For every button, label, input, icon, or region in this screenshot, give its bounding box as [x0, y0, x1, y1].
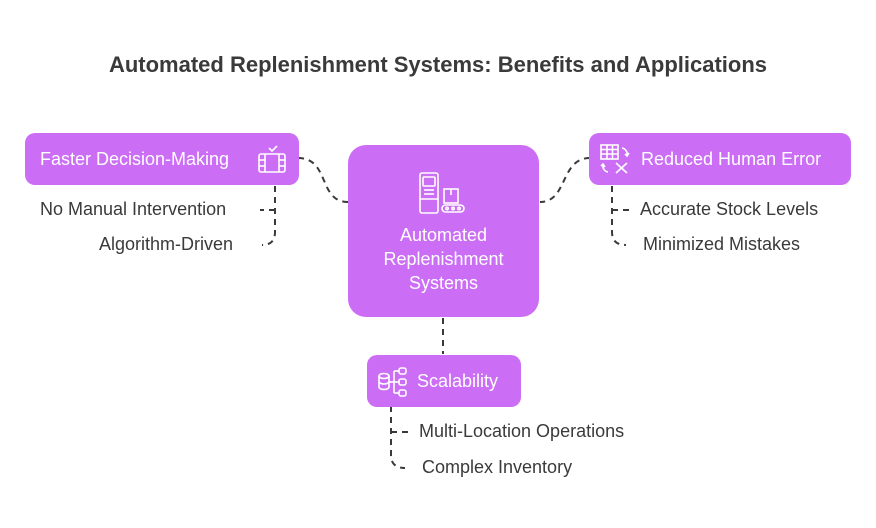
node-scalability-label: Scalability	[417, 370, 499, 391]
node-reduced-label: Reduced Human Error	[641, 148, 822, 169]
center-label-line2: Replenishment	[383, 249, 504, 269]
node-center-automated-replenishment: Automated Replenishment Systems	[348, 145, 539, 317]
node-faster-label: Faster Decision-Making	[40, 148, 230, 169]
diagram-title: Automated Replenishment Systems: Benefit…	[108, 52, 768, 77]
leaf-multi-location-operations: Multi-Location Operations	[419, 421, 625, 441]
leaf-minimized-mistakes: Minimized Mistakes	[643, 234, 801, 254]
node-faster-decision-making: Faster Decision-Making	[25, 133, 299, 185]
spreadsheet-x-icon	[599, 143, 631, 175]
database-network-icon	[377, 367, 409, 397]
connector-reduced-to-center	[539, 157, 591, 203]
node-scalability: Scalability	[367, 355, 521, 407]
node-center-label: Automated Replenishment Systems	[348, 223, 539, 295]
node-reduced-human-error: Reduced Human Error	[589, 133, 851, 185]
connector-faster-to-center	[297, 157, 349, 203]
leaf-accurate-stock-levels: Accurate Stock Levels	[640, 199, 819, 219]
vending-machine-icon	[418, 171, 468, 217]
connector-scalability-items	[390, 406, 406, 469]
center-label-line1: Automated	[399, 225, 488, 245]
film-clapper-icon	[257, 145, 287, 175]
center-label-line3: Systems	[408, 273, 478, 293]
connector-reduced-items	[611, 186, 627, 246]
connector-faster-items	[261, 186, 276, 246]
leaf-complex-inventory: Complex Inventory	[422, 457, 573, 477]
leaf-no-manual-intervention: No Manual Intervention	[40, 199, 227, 219]
leaf-algorithm-driven: Algorithm-Driven	[99, 234, 234, 254]
